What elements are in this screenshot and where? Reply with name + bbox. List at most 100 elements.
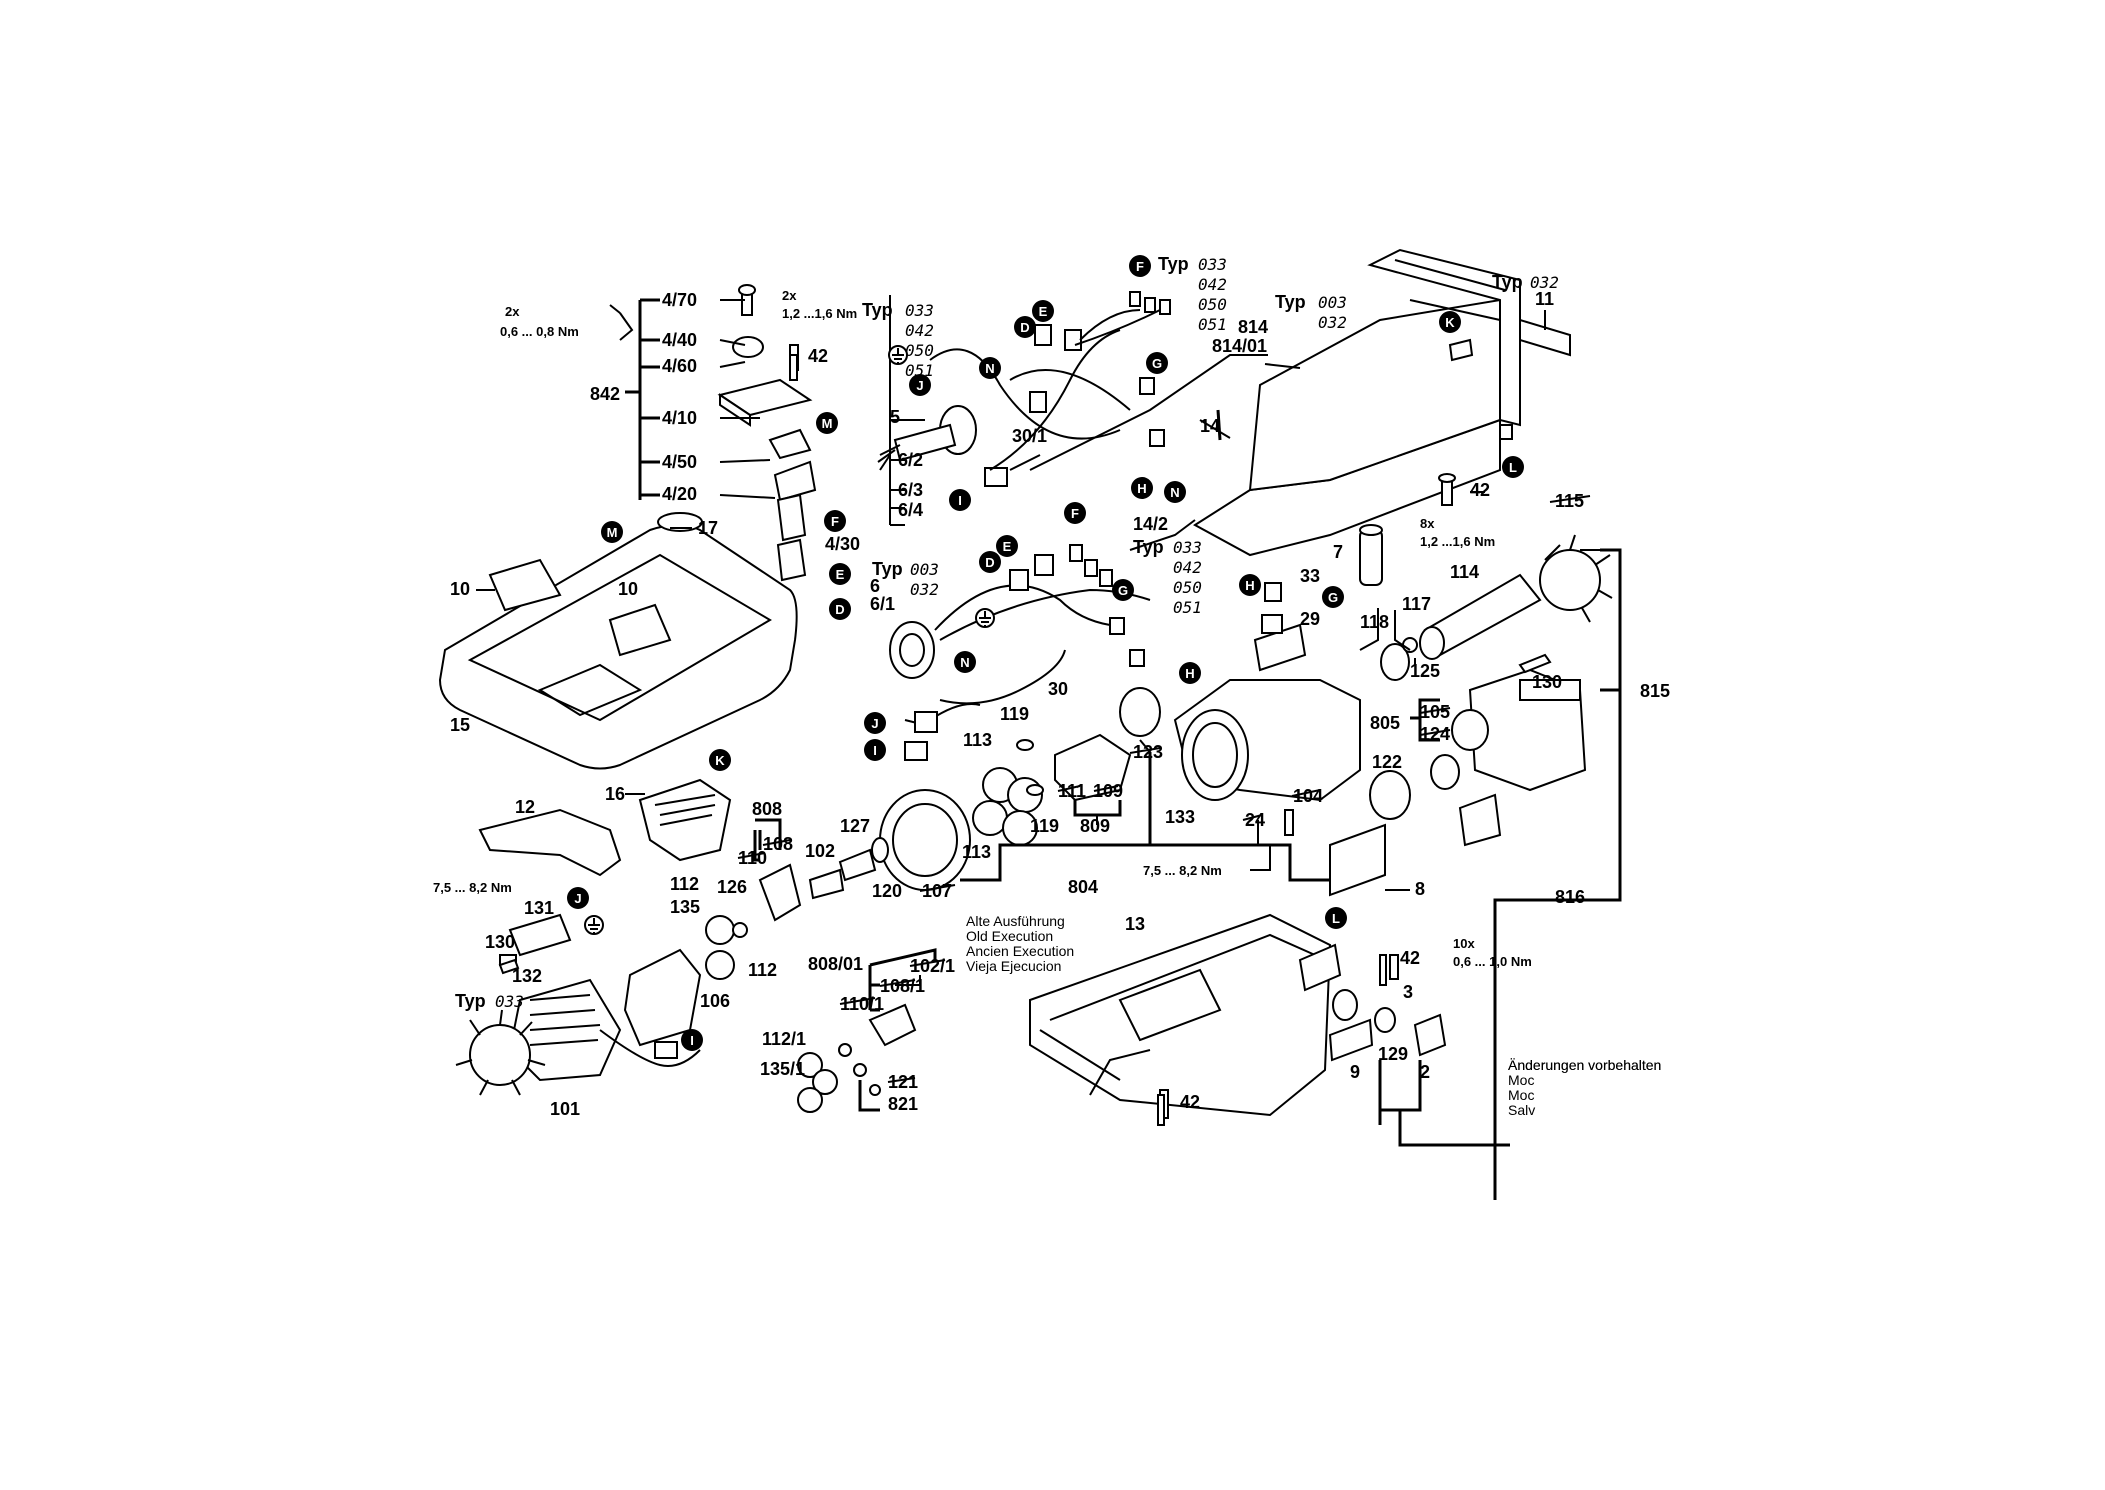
ground-icon-motor [584, 915, 604, 935]
label-plate-8 [1329, 823, 1386, 897]
label-101: 101 [550, 1099, 580, 1119]
label-30: 30 [1048, 679, 1068, 699]
svg-text:I: I [958, 493, 962, 508]
label-130a: 130 [1532, 672, 1562, 692]
label-120: 120 [872, 881, 902, 901]
note-mask [1537, 1072, 1597, 1122]
label-16: 16 [605, 784, 625, 804]
svg-text:051: 051 [1173, 598, 1202, 617]
connector-E-top: E [1032, 300, 1054, 322]
svg-text:Vieja Ejecucion: Vieja Ejecucion [966, 958, 1061, 974]
label-119b: 119 [1030, 816, 1059, 836]
connector-G-top: G [1146, 352, 1168, 374]
svg-text:M: M [607, 525, 618, 540]
label-107: 107 [922, 881, 952, 901]
label-42-c: 42 [1400, 948, 1420, 968]
label-118: 118 [1360, 612, 1389, 632]
svg-text:E: E [836, 567, 845, 582]
label-3: 3 [1403, 982, 1413, 1002]
svg-text:H: H [1245, 578, 1254, 593]
label-torque-10x: 0,6 ... 1,0 Nm [1453, 954, 1532, 969]
connector-I-motor: I [681, 1029, 703, 1051]
ring-17 [657, 512, 703, 532]
svg-text:G: G [1152, 356, 1162, 371]
screws [498, 354, 1552, 1126]
svg-text:I: I [873, 743, 877, 758]
label-plate-10a [488, 558, 562, 612]
label-torque-7-5-a: 7,5 ... 8,2 Nm [1143, 863, 1222, 878]
svg-text:033: 033 [1198, 255, 1227, 274]
svg-text:032: 032 [1318, 313, 1347, 332]
label-torque-8x: 1,2 ...1,6 Nm [1420, 534, 1495, 549]
label-2: 2 [1420, 1062, 1430, 1082]
label-8: 8 [1415, 879, 1425, 899]
label-814: 814 [1238, 317, 1268, 337]
label-815: 815 [1640, 681, 1670, 701]
label-4-40: 4/40 [662, 330, 697, 350]
label-2x-a: 2x [505, 304, 520, 319]
svg-text:050: 050 [905, 341, 934, 360]
label-102: 102 [805, 841, 835, 861]
label-104: 104 [1293, 786, 1323, 806]
label-4-10: 4/10 [662, 408, 697, 428]
svg-text:J: J [574, 891, 581, 906]
svg-text:L: L [1509, 460, 1517, 475]
label-112-1: 112/1 [762, 1029, 806, 1049]
old-execution-parts [797, 1003, 917, 1113]
svg-text:042: 042 [905, 321, 934, 340]
connector-G-mid: G [1112, 579, 1134, 601]
connector-K-cover: K [709, 749, 731, 771]
label-7: 7 [1333, 542, 1343, 562]
svg-text:Salv: Salv [1508, 1102, 1535, 1118]
label-42-d: 42 [1180, 1092, 1200, 1112]
label-809: 809 [1080, 816, 1110, 836]
connector-D-switch: D [829, 598, 851, 620]
label-133: 133 [1165, 807, 1195, 827]
label-121: 121 [888, 1072, 918, 1092]
svg-text:003: 003 [1318, 293, 1347, 312]
label-6-1: 6/1 [870, 594, 895, 614]
label-4-60: 4/60 [662, 356, 697, 376]
svg-text:003: 003 [910, 560, 939, 579]
connector-M-cover: M [601, 521, 623, 543]
svg-text:N: N [985, 361, 994, 376]
connector-E-mid: E [996, 535, 1018, 557]
ground-icons [584, 345, 995, 935]
svg-text:N: N [1170, 485, 1179, 500]
svg-text:L: L [1332, 911, 1340, 926]
capacitor-7 [1359, 524, 1383, 586]
svg-text:G: G [1118, 583, 1128, 598]
label-127: 127 [840, 816, 870, 836]
typ-wiring-mid-right: Typ 033 042 050 051 [1133, 537, 1202, 617]
svg-text:E: E [1039, 304, 1048, 319]
svg-text:J: J [916, 378, 923, 393]
svg-text:D: D [1020, 320, 1029, 335]
svg-text:Moc: Moc [1508, 1087, 1534, 1103]
gear-train [808, 687, 1161, 900]
label-814-01: 814/01 [1212, 336, 1267, 356]
label-11: 11 [1535, 289, 1554, 309]
svg-text:Old Execution: Old Execution [966, 928, 1053, 944]
label-17: 17 [698, 518, 718, 538]
svg-text:D: D [985, 555, 994, 570]
svg-text:K: K [715, 753, 725, 768]
svg-text:Typ: Typ [862, 300, 893, 320]
label-4-70: 4/70 [662, 290, 697, 310]
typ-housing-top: Typ 003 032 [1275, 292, 1347, 332]
label-plate-9 [1328, 1018, 1374, 1062]
svg-text:042: 042 [1173, 558, 1202, 577]
label-42-b: 42 [1470, 480, 1490, 500]
changes-note: Änderungen vorbehalten Moc Moc Salv [1508, 1057, 1661, 1118]
connector-H-mid: H [1179, 662, 1201, 684]
label-112: 112 [670, 874, 699, 894]
label-108-1: 108/1 [880, 976, 925, 996]
svg-text:Typ: Typ [1158, 254, 1189, 274]
label-110-1: 110/1 [840, 994, 884, 1014]
svg-text:Alte Ausführung: Alte Ausführung [966, 913, 1065, 929]
wiring-harness-top [877, 291, 1171, 487]
svg-text:Typ: Typ [872, 559, 903, 579]
shroud-12 [478, 808, 622, 877]
connector-H-top: H [1131, 477, 1153, 499]
label-102-1: 102/1 [910, 956, 955, 976]
label-117: 117 [1402, 594, 1431, 614]
